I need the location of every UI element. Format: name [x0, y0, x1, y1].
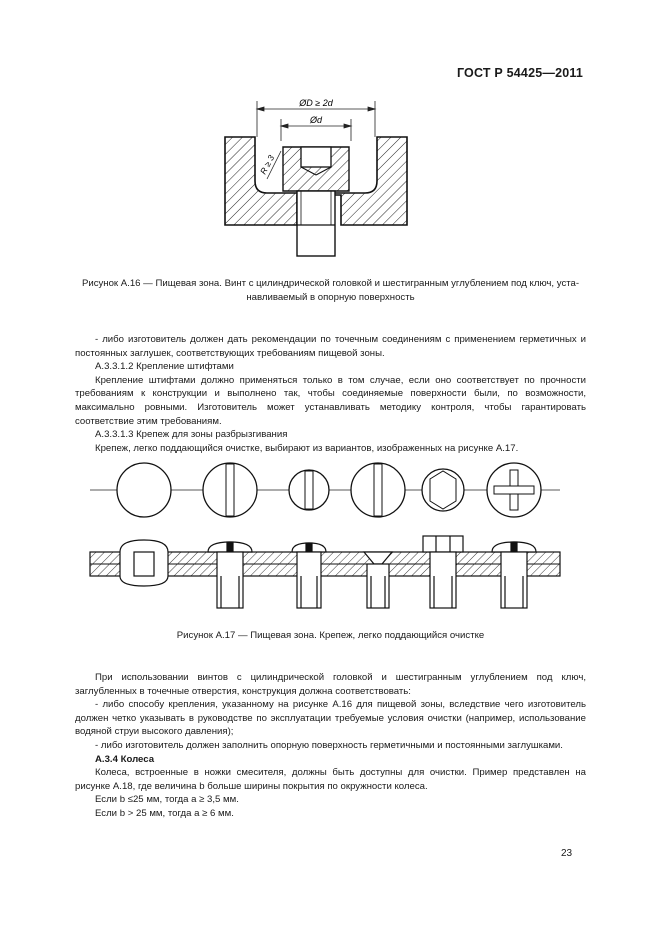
screw-top-view-1 — [116, 462, 172, 518]
screw-section-3 — [291, 542, 327, 609]
paragraph: Крепление штифтами должно применяться то… — [75, 374, 586, 427]
hex-socket — [300, 146, 332, 168]
paragraph: Колеса, встроенные в ножки смесителя, до… — [75, 767, 586, 792]
body-text-1: - либо изготовитель должен дать рекоменд… — [75, 333, 586, 455]
paragraph: - либо изготовитель должен дать рекоменд… — [75, 334, 586, 359]
condition-line: Если b ≤25 мм, тогда a ≥ 3,5 мм. — [95, 794, 239, 806]
screw-top-view-6 — [486, 462, 542, 518]
page-number: 23 — [561, 848, 573, 859]
dimension-outer — [255, 101, 377, 137]
dim-outer-label: ØD ≥ 2d — [298, 98, 333, 108]
screw-top-view-5 — [421, 468, 465, 512]
document-code: ГОСТ Р 54425—2011 — [456, 66, 583, 80]
radius-leader — [266, 150, 282, 180]
screw-section-5 — [422, 535, 464, 609]
section-heading: А.3.3.1.2 Крепление штифтами — [95, 361, 234, 373]
screw-section-2 — [207, 541, 253, 609]
screw-top-view-2 — [202, 462, 258, 518]
caption-line-2: навливаемый в опорную поверхность — [246, 292, 415, 303]
paragraph: Крепеж, легко поддающийся очистке, выбир… — [95, 442, 519, 454]
screw-section-1 — [119, 539, 169, 587]
paragraph: При использовании винтов с цилиндрическо… — [75, 672, 586, 697]
screw-section-4 — [362, 551, 394, 609]
base-plate — [224, 136, 408, 226]
section-heading: А.3.4 Колеса — [95, 753, 155, 765]
screw-shank — [296, 190, 336, 257]
screw-top-view-3 — [288, 469, 330, 511]
body-text-2: При использовании винтов с цилиндрическо… — [75, 671, 586, 821]
figure-a17-caption: Рисунок А.17 — Пищевая зона. Крепеж, лег… — [176, 630, 485, 641]
screw-top-view-4 — [350, 462, 406, 518]
figure-a17-drawing — [89, 462, 561, 609]
section-heading: А.3.3.1.3 Крепеж для зоны разбрызгивания — [95, 429, 288, 441]
figure-a16-drawing: ØD ≥ 2d Ød R ≥ 3 — [224, 98, 408, 257]
paragraph: - либо способу крепления, указанному на … — [75, 699, 586, 738]
screw-section-6 — [491, 541, 537, 609]
dim-inner-label: Ød — [309, 115, 323, 125]
caption-line-1: Рисунок А.16 — Пищевая зона. Винт с цили… — [81, 278, 580, 289]
radius-label: R ≥ 3 — [258, 153, 276, 176]
condition-line: Если b > 25 мм, тогда a ≥ 6 мм. — [95, 807, 234, 819]
paragraph: - либо изготовитель должен заполнить опо… — [95, 739, 563, 751]
figure-a16-caption: Рисунок А.16 — Пищевая зона. Винт с цили… — [40, 277, 621, 305]
dimension-inner — [279, 119, 353, 141]
